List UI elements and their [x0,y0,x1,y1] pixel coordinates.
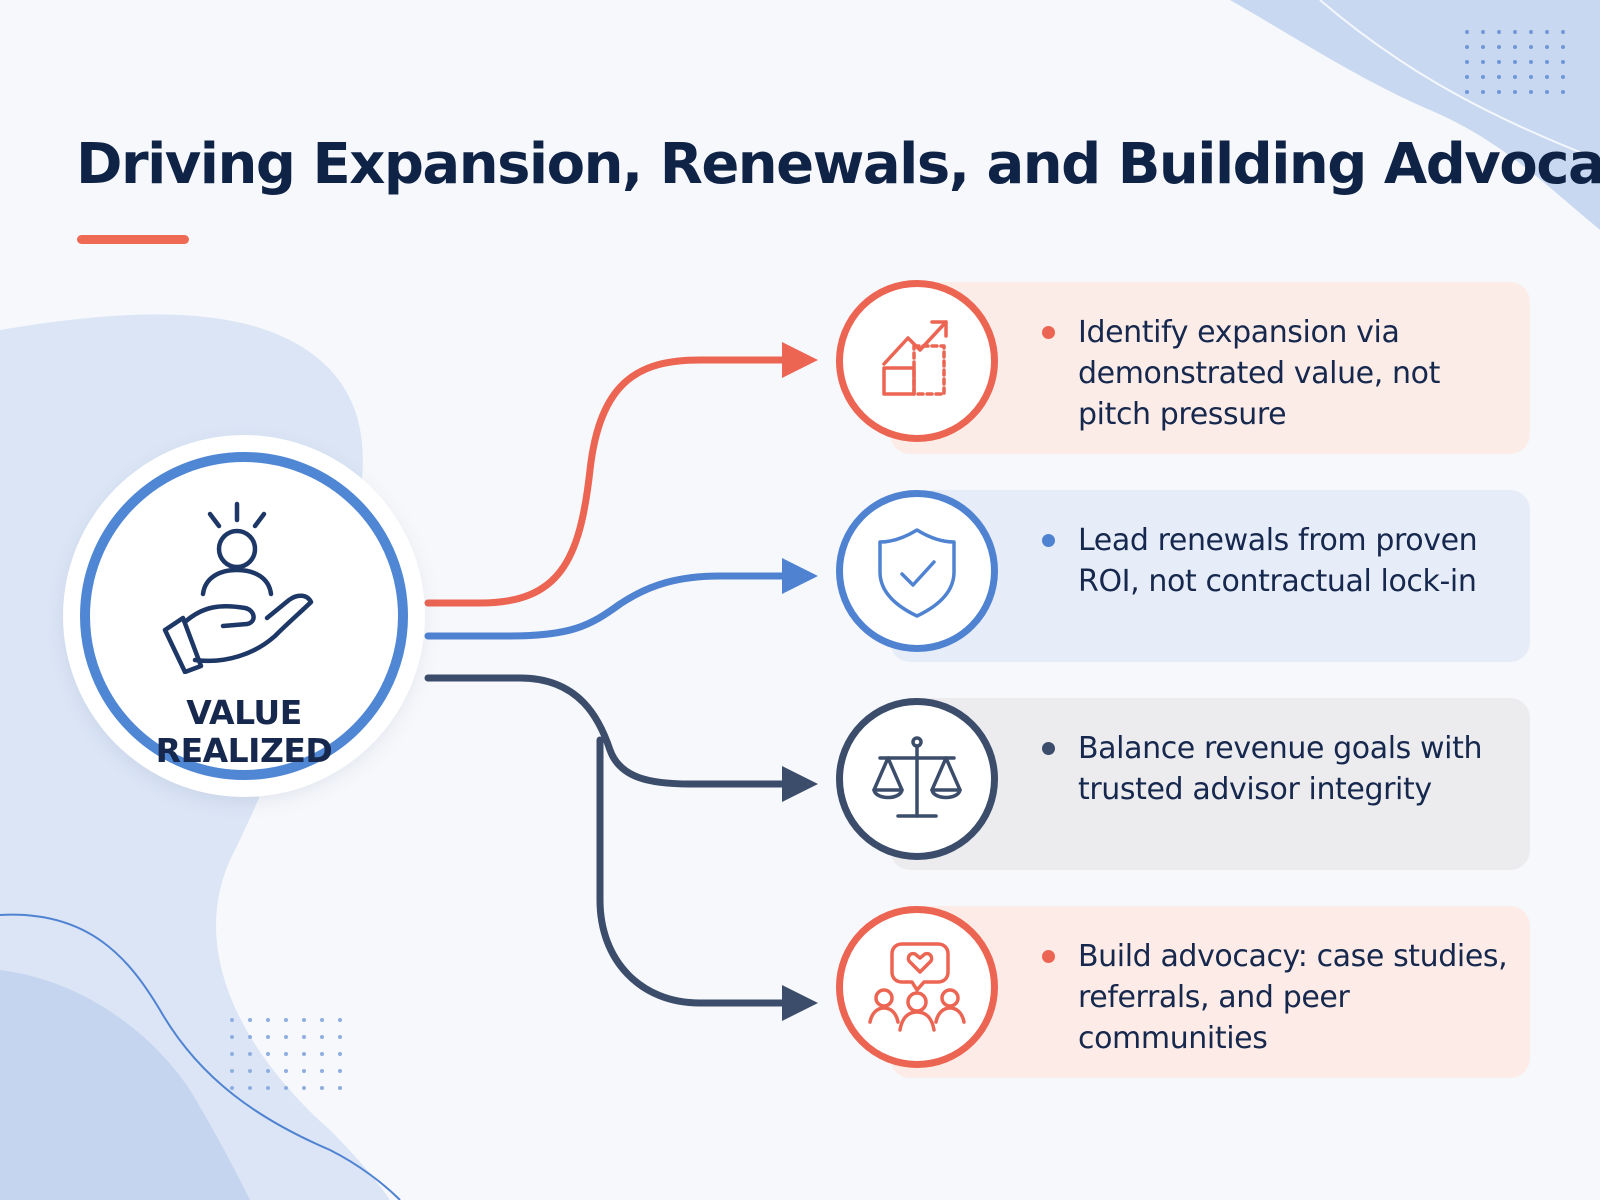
hub-ring [80,452,408,780]
hub-label-line2: REALIZED [155,731,333,770]
item-text: Identify expansion via demonstrated valu… [1078,315,1440,432]
title-underline [77,235,189,244]
arrow-line-advocacy [596,736,794,1007]
shield-check-icon [878,528,956,618]
arrowhead-renewals [782,558,818,594]
dot-grid-bottom-left [230,1018,342,1090]
item-text: Build advocacy: case studies, referrals,… [1078,939,1508,1056]
renewals-icon-circle [836,490,998,652]
arrowhead-balance [782,766,818,802]
dot-grid-top-right [1465,30,1565,94]
advocacy-icon-circle [836,906,998,1068]
top-right-blob [1230,0,1600,230]
arrow-line-balance [424,674,794,788]
value-realized-hub: VALUE REALIZED [72,444,416,788]
bullet-dot [1042,534,1055,547]
balance-scale-icon [872,736,962,818]
item-text: Balance revenue goals with trusted advis… [1078,731,1483,807]
balance-icon-circle [836,698,998,860]
bullet-dot [1042,950,1055,963]
left-curve-line [0,913,401,1200]
bullet-dot [1042,742,1055,755]
hub-label-line1: VALUE [186,693,302,732]
page-title: Driving Expansion, Renewals, and Buildin… [76,132,1600,197]
bullet-dot [1042,326,1055,339]
arrow-line-expansion [424,356,794,607]
community-heart-icon [868,942,966,1032]
expansion-icon-circle [836,280,998,442]
arrow-line-renewals [424,572,794,640]
person-in-hand-icon [162,501,314,674]
item-text: Lead renewals from proven ROI, not contr… [1078,523,1478,599]
growth-chart-icon [882,320,948,396]
left-lower-blob [0,970,250,1200]
arrowhead-advocacy [782,985,818,1021]
top-right-line [1319,0,1600,161]
arrowhead-expansion [782,342,818,378]
